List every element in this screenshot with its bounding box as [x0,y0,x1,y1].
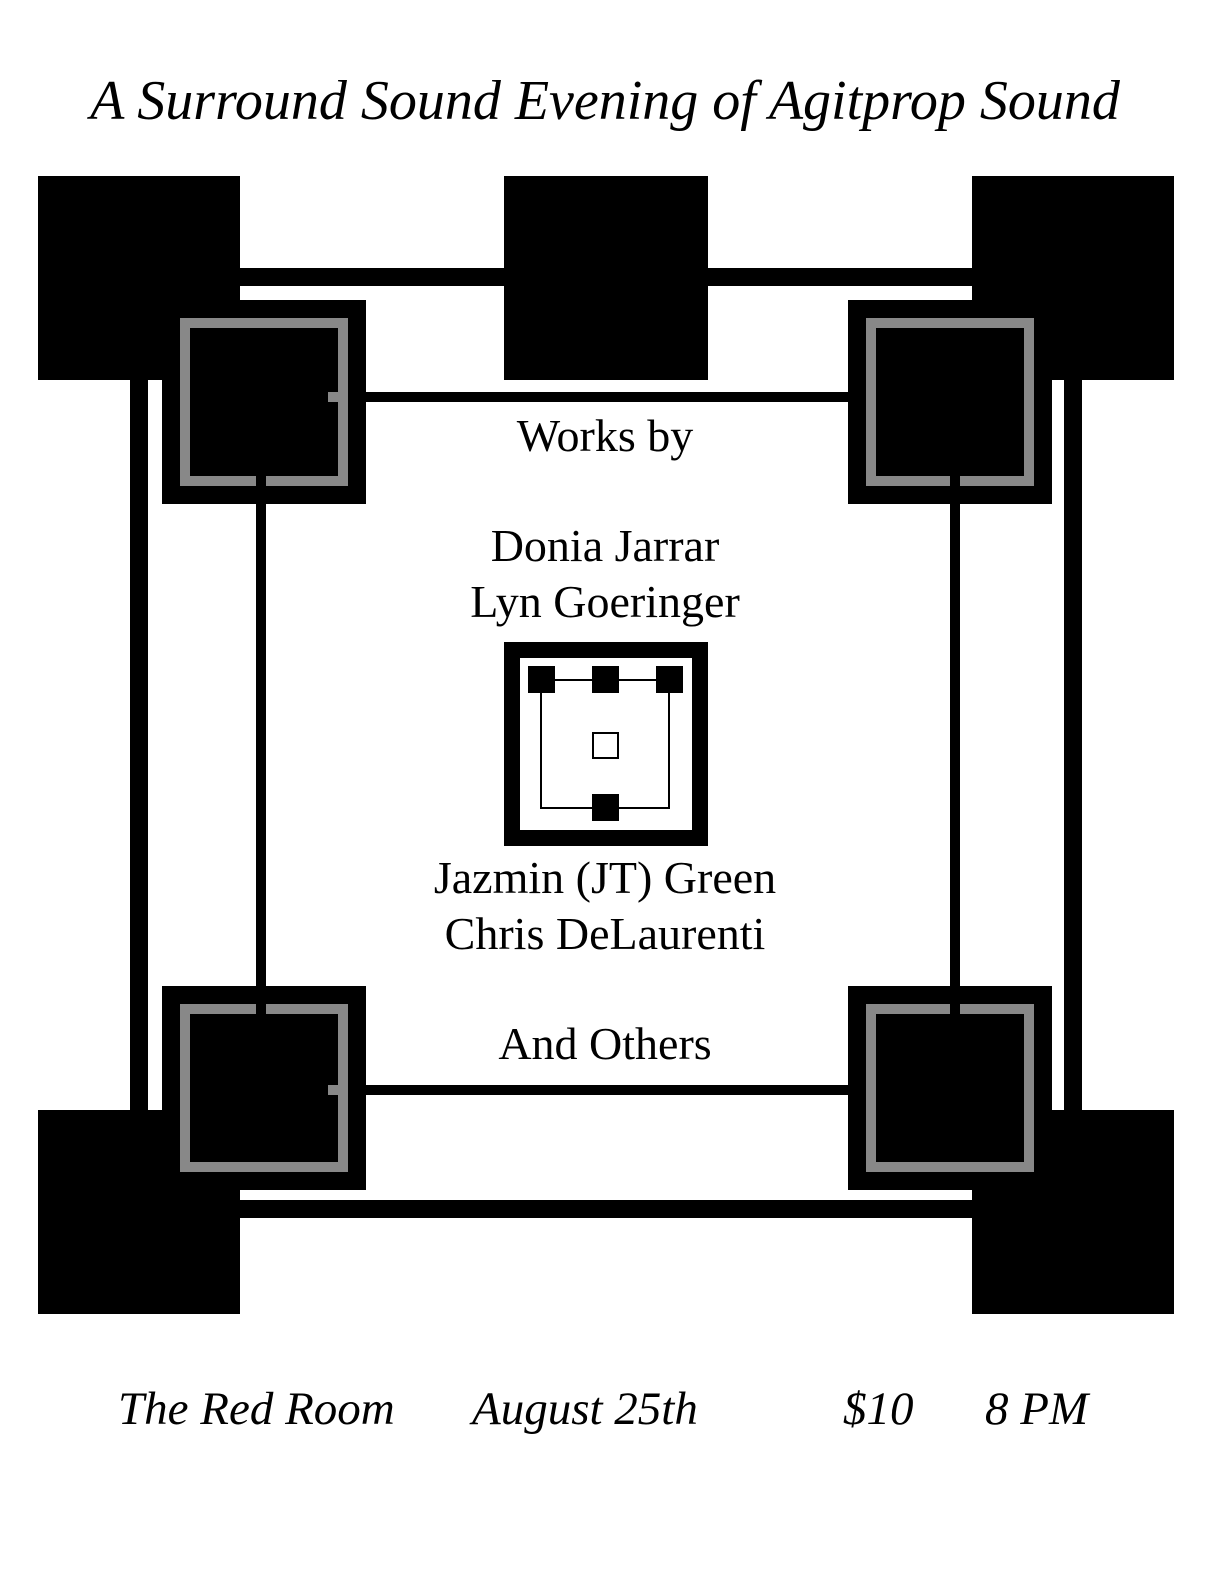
connector-lines [256,392,960,1095]
venue: The Red Room [118,1383,395,1435]
poster-title: A Surround Sound Evening of Agitprop Sou… [90,70,1120,132]
start-time: 8 PM [985,1383,1089,1435]
artist-name: Jazmin (JT) Green [433,852,777,903]
artist-name: Donia Jarrar [490,520,720,571]
artist-name: Chris DeLaurenti [444,908,766,959]
and-others-label: And Others [498,1018,712,1069]
works-by-label: Works by [516,410,694,461]
ticket-price: $10 [843,1383,914,1435]
center-mini-diagram [504,642,708,846]
inner-frame-lines [256,392,960,1095]
speaker-center [504,176,708,380]
artist-name: Lyn Goeringer [470,576,740,627]
event-date: August 25th [472,1383,698,1435]
